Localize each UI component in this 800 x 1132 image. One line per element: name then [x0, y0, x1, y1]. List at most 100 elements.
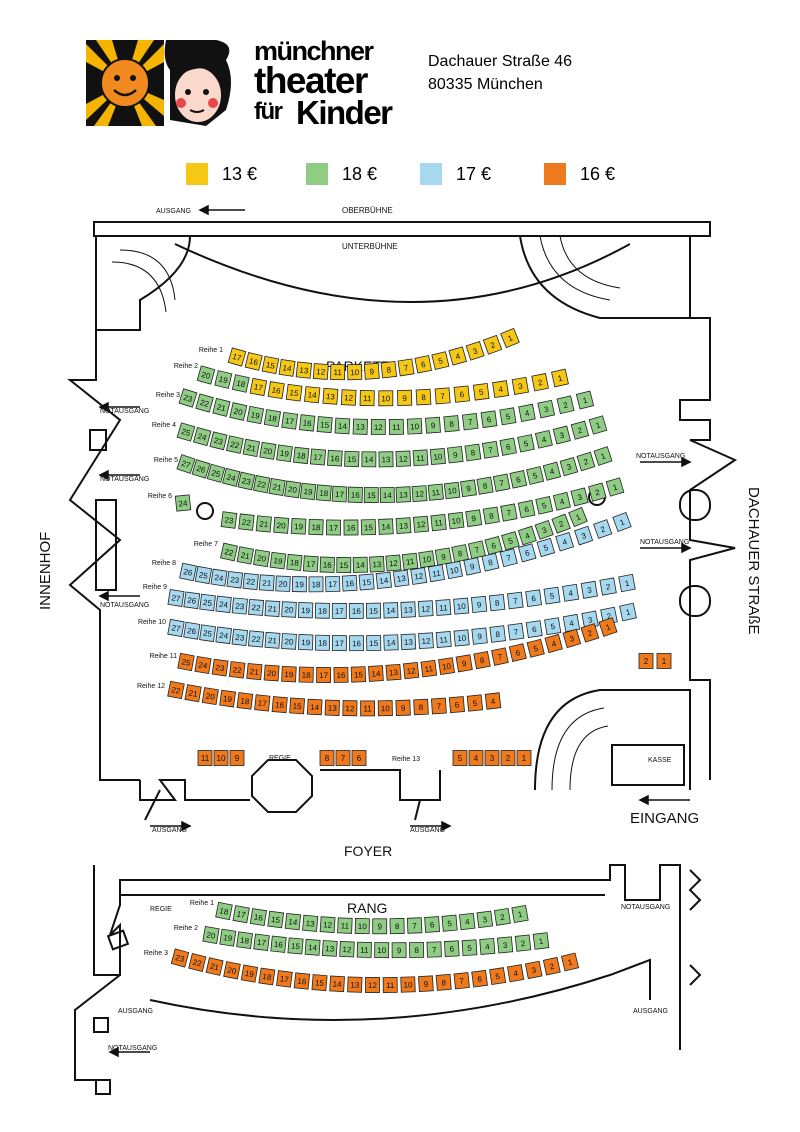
rang-seat-r2-12[interactable]: 12 [339, 940, 355, 958]
seat-r7-20[interactable]: 20 [253, 549, 271, 568]
seat-r5-9[interactable]: 9 [460, 479, 477, 498]
seat-r10-5[interactable]: 5 [544, 617, 562, 636]
seat-r11-14[interactable]: 14 [368, 665, 384, 682]
seat-r9-26[interactable]: 26 [183, 591, 201, 610]
seat-r2-18[interactable]: 18 [231, 374, 250, 393]
seat-r4-19[interactable]: 19 [276, 444, 293, 463]
rang-seat-r2-19[interactable]: 19 [219, 928, 237, 947]
rang-seat-r3-18[interactable]: 18 [258, 967, 276, 986]
seat-r6-15[interactable]: 15 [360, 519, 377, 536]
seat-r8-3[interactable]: 3 [574, 525, 594, 546]
seat-r11-5[interactable]: 5 [526, 638, 545, 658]
seat-r7-7[interactable]: 7 [467, 540, 486, 560]
seat-r11-9[interactable]: 9 [455, 654, 473, 673]
seat-r4-10[interactable]: 10 [429, 447, 446, 466]
seat-r2-3[interactable]: 3 [511, 376, 529, 395]
seat-r6-10[interactable]: 10 [447, 511, 465, 530]
rang-seat-r3-21[interactable]: 21 [205, 957, 224, 976]
seat-r11-16[interactable]: 16 [333, 666, 349, 683]
seat-r13-11[interactable]: 11 [197, 750, 213, 766]
seat-r7-10[interactable]: 10 [418, 550, 436, 569]
rang-seat-r2-1[interactable]: 1 [532, 932, 550, 950]
seat-r3-10[interactable]: 10 [406, 418, 423, 435]
seat-r4-2[interactable]: 2 [570, 420, 590, 440]
seat-r5-17[interactable]: 17 [331, 485, 348, 503]
seat-r10-21[interactable]: 21 [264, 631, 281, 649]
seat-r5-12[interactable]: 12 [411, 485, 428, 502]
rang-seat-r3-17[interactable]: 17 [276, 970, 293, 988]
seat-r9-11[interactable]: 11 [435, 599, 452, 616]
seat-r8-13[interactable]: 13 [392, 569, 410, 588]
seat-r13-1[interactable]: 1 [516, 750, 532, 766]
seat-r8-6[interactable]: 6 [517, 543, 537, 563]
seat-r5-8[interactable]: 8 [476, 476, 494, 495]
seat-r6-23[interactable]: 23 [220, 511, 238, 529]
seat-r6-19[interactable]: 19 [290, 518, 307, 535]
seat-r6-5[interactable]: 5 [535, 495, 554, 515]
seat-r11-17[interactable]: 17 [316, 667, 332, 683]
seat-r4-20[interactable]: 20 [259, 441, 277, 460]
seat-r8-14[interactable]: 14 [375, 571, 392, 590]
seat-r10-24[interactable]: 24 [215, 626, 233, 645]
rang-seat-r2-10[interactable]: 10 [374, 942, 390, 959]
seat-r5-10[interactable]: 10 [443, 481, 461, 500]
rang-seat-r1-4[interactable]: 4 [458, 912, 476, 931]
seat-r6-4[interactable]: 4 [552, 491, 571, 511]
seat-r10-12[interactable]: 12 [418, 632, 434, 650]
rang-seat-r3-19[interactable]: 19 [240, 964, 259, 983]
rang-seat-r3-3[interactable]: 3 [524, 960, 543, 980]
seat-r1-12[interactable]: 12 [312, 363, 329, 380]
seat-r3-9[interactable]: 9 [425, 416, 441, 434]
seat-r10-17[interactable]: 17 [331, 635, 347, 652]
seat-r8-4[interactable]: 4 [555, 531, 575, 552]
rang-seat-r3-11[interactable]: 11 [382, 977, 398, 993]
seat-r2-19[interactable]: 19 [214, 370, 233, 389]
seat-r4-7[interactable]: 7 [481, 440, 500, 459]
seat-r11-10[interactable]: 10 [438, 657, 455, 675]
seat-r12-22[interactable]: 22 [167, 680, 185, 700]
seat-r9-12[interactable]: 12 [417, 600, 434, 617]
seat-r1-14[interactable]: 14 [278, 358, 296, 377]
seat-r1-8[interactable]: 8 [380, 361, 398, 379]
rang-seat-r2-5[interactable]: 5 [461, 939, 478, 957]
seat-r6-16[interactable]: 16 [343, 519, 359, 536]
seat-r2-10[interactable]: 10 [378, 390, 394, 407]
seat-r12-14[interactable]: 14 [306, 698, 323, 716]
seat-r1-16[interactable]: 16 [244, 351, 263, 371]
rang-seat-r2-17[interactable]: 17 [253, 933, 270, 952]
seat-r9-17[interactable]: 17 [331, 602, 347, 619]
rang-seat-r3-14[interactable]: 14 [329, 975, 345, 993]
seat-r12-13[interactable]: 13 [324, 699, 340, 716]
seat-r10-1[interactable]: 1 [619, 602, 637, 622]
seat-r6-20[interactable]: 20 [273, 516, 290, 534]
seat-r11-13[interactable]: 13 [385, 663, 402, 681]
seat-r13-5[interactable]: 5 [452, 750, 468, 766]
seat-r5-23[interactable]: 23 [237, 471, 256, 491]
seat-r12-7[interactable]: 7 [430, 697, 447, 715]
rang-seat-r2-16[interactable]: 16 [270, 935, 287, 953]
seat-r12-12[interactable]: 12 [342, 700, 358, 717]
seat-r12-9[interactable]: 9 [395, 699, 411, 716]
seat-r13-8[interactable]: 8 [319, 750, 335, 766]
seat-r10-26[interactable]: 26 [183, 621, 201, 640]
seat-r3-5[interactable]: 5 [499, 407, 517, 426]
rang-seat-r3-16[interactable]: 16 [293, 972, 311, 990]
seat-r1-7[interactable]: 7 [397, 358, 415, 377]
seat-r2-6[interactable]: 6 [453, 385, 470, 403]
seat-r4-3[interactable]: 3 [552, 425, 571, 445]
seat-r6-7[interactable]: 7 [500, 503, 518, 522]
seat-r9-2[interactable]: 2 [599, 577, 617, 596]
seat-r4-14[interactable]: 14 [361, 451, 377, 468]
seat-r5-16[interactable]: 16 [347, 486, 363, 503]
rang-seat-r1-14[interactable]: 14 [284, 912, 302, 931]
rang-seat-r2-8[interactable]: 8 [409, 941, 425, 959]
seat-r10-15[interactable]: 15 [366, 634, 382, 652]
seat-r2-1[interactable]: 1 [551, 368, 569, 388]
seat-r12-6[interactable]: 6 [448, 696, 465, 714]
seat-r11-24[interactable]: 24 [194, 656, 212, 674]
seat-r11-19[interactable]: 19 [281, 665, 297, 683]
seat-r3-8[interactable]: 8 [443, 415, 460, 433]
seat-r8-1[interactable]: 1 [612, 512, 632, 532]
seat-r7-4[interactable]: 4 [517, 525, 537, 546]
seat-r2-14[interactable]: 14 [304, 386, 321, 404]
